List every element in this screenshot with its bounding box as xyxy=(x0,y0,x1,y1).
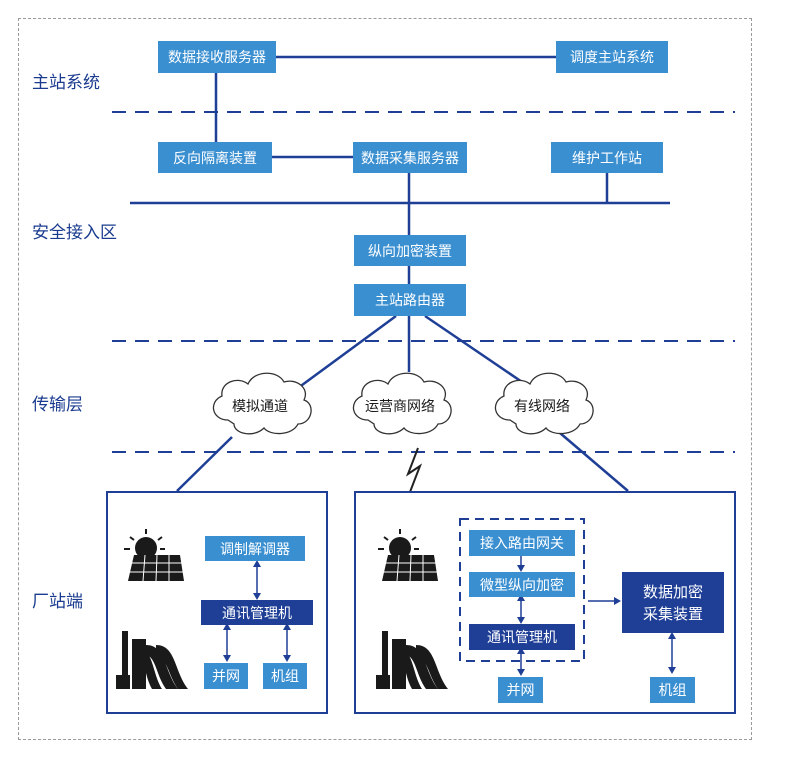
hydro-dam-icon xyxy=(376,631,448,689)
zone-label-transport: 传输层 xyxy=(32,395,83,415)
cloud-icon xyxy=(212,372,312,435)
link-router-wired xyxy=(424,314,526,386)
encrypt-collect-line1: 数据加密 xyxy=(642,582,703,601)
lightning-icon xyxy=(405,447,423,493)
solar-panel-icon xyxy=(124,529,184,582)
unit-left: 机组 xyxy=(263,663,307,689)
access-group-outline xyxy=(459,518,585,662)
micro-vertical-encryption: 微型纵向加密 xyxy=(469,572,575,597)
encrypt-collect-line2: 采集装置 xyxy=(642,604,703,623)
data-collect-server: 数据采集服务器 xyxy=(353,142,467,173)
cloud-shapes xyxy=(212,372,594,435)
comm-manager-right: 通讯管理机 xyxy=(469,624,575,650)
plant-right-graphics xyxy=(376,518,676,689)
zone-label-security: 安全接入区 xyxy=(32,223,117,243)
modem: 调制解调器 xyxy=(205,536,305,561)
grid-connect-right: 并网 xyxy=(498,677,543,703)
cloud-icon xyxy=(494,372,594,435)
unit-right: 机组 xyxy=(650,677,695,703)
cloud-label-wired: 有线网络 xyxy=(514,399,570,415)
diagram-frame xyxy=(18,18,752,740)
comm-manager-left: 通讯管理机 xyxy=(201,600,313,625)
hydro-dam-icon xyxy=(116,631,188,689)
data-encrypt-collect-device: 数据加密 采集装置 xyxy=(622,572,724,633)
link-router-analog xyxy=(297,314,397,390)
reverse-isolation-device: 反向隔离装置 xyxy=(158,142,272,173)
zone-label-master: 主站系统 xyxy=(32,73,100,93)
link-analog-plant xyxy=(176,436,233,492)
cloud-label-analog: 模拟通道 xyxy=(232,399,288,415)
plant-right-panel: 接入路由网关 微型纵向加密 通讯管理机 并网 数据加密 采集装置 机组 xyxy=(354,491,736,714)
access-router-gateway: 接入路由网关 xyxy=(469,530,575,556)
maintenance-workstation: 维护工作站 xyxy=(551,142,663,173)
dispatch-master-system: 调度主站系统 xyxy=(556,41,668,73)
cloud-label-carrier: 运营商网络 xyxy=(365,399,435,415)
plant-left-panel: 调制解调器 通讯管理机 并网 机组 xyxy=(106,491,328,714)
zone-label-plant: 厂站端 xyxy=(32,592,83,612)
solar-panel-icon xyxy=(378,529,438,582)
cloud-icon xyxy=(352,372,452,435)
plant-left-graphics xyxy=(116,529,291,689)
data-receive-server: 数据接收服务器 xyxy=(158,41,276,73)
grid-connect-left: 并网 xyxy=(204,663,248,689)
vertical-encryption-device: 纵向加密装置 xyxy=(354,235,466,266)
master-router: 主站路由器 xyxy=(354,284,466,316)
link-wired-plant xyxy=(559,432,629,492)
